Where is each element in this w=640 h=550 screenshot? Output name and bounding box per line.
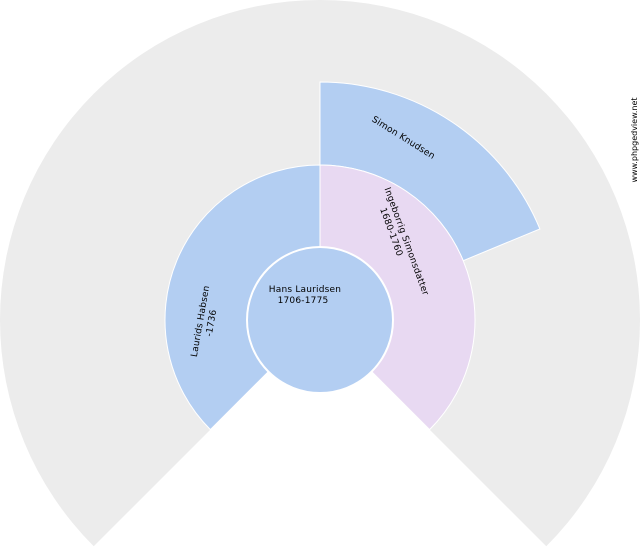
laurids-habsen-dates-label: -1736 [205, 309, 220, 338]
watermark-label: www.phpgedview.net [630, 97, 639, 182]
segment-root-hans-lauridsen[interactable] [246, 246, 394, 394]
root-dates-label: 1706-1775 [278, 296, 329, 306]
root-name-label: Hans Lauridsen [269, 285, 341, 295]
